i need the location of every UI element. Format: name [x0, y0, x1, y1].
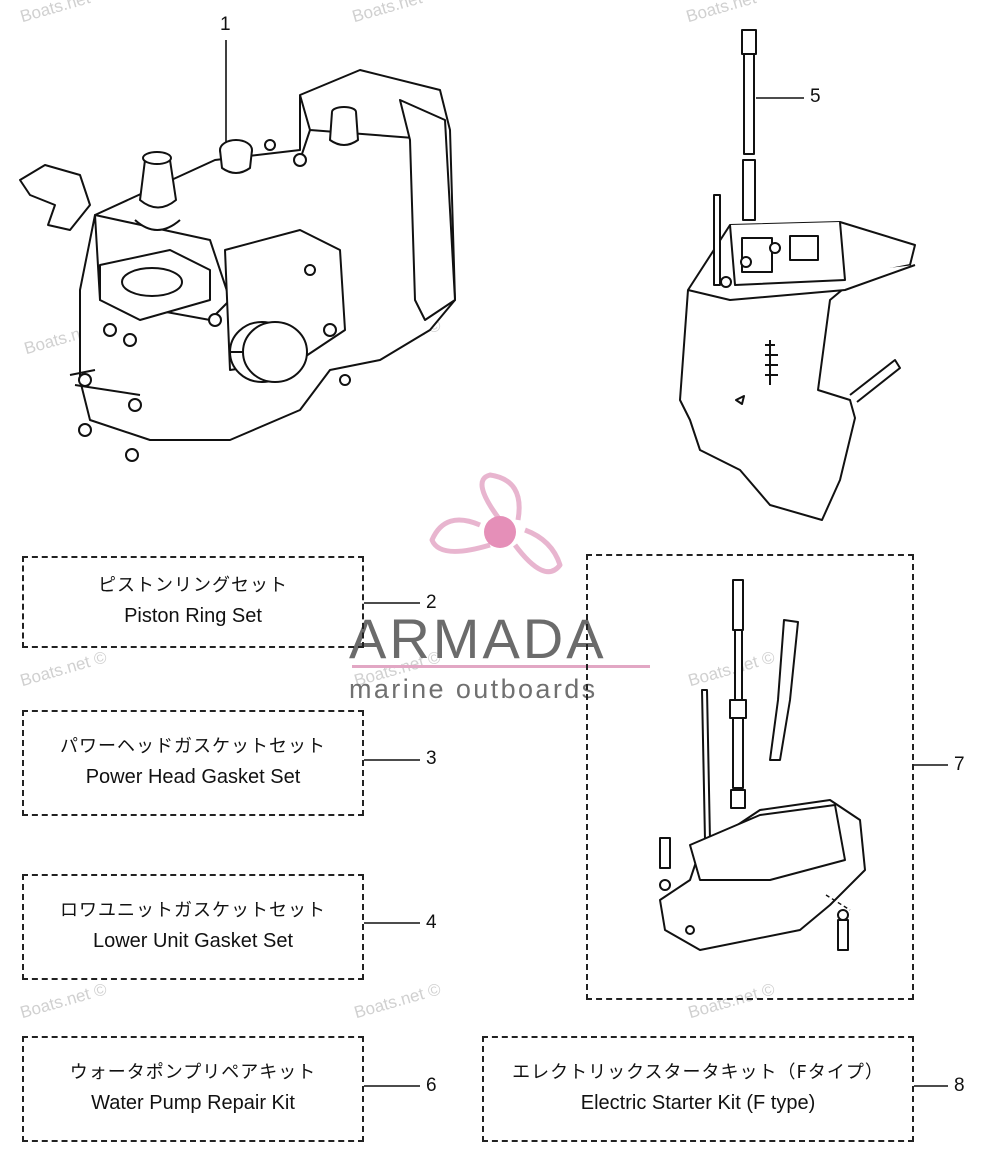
kit-box-6[interactable]: ウォータポンプリペアキット Water Pump Repair Kit [22, 1036, 364, 1142]
kit-name-en: Piston Ring Set [124, 605, 262, 627]
callout-7: 7 [954, 754, 965, 775]
leader-3 [364, 759, 420, 761]
kit-box-8[interactable]: エレクトリックスタータキット（Fタイプ） Electric Starter Ki… [482, 1036, 914, 1142]
kit-name-en: Lower Unit Gasket Set [92, 930, 294, 952]
leader-6 [364, 1085, 420, 1087]
callout-1: 1 [220, 14, 231, 35]
leader-7 [914, 764, 948, 766]
kit-box-2[interactable]: ピストンリングセット Piston Ring Set [22, 556, 364, 648]
kit-box-3[interactable]: パワーヘッドガスケットセット Power Head Gasket Set [22, 710, 364, 816]
kit-name-en: Electric Starter Kit (F type) [580, 1092, 816, 1114]
leader-4 [364, 922, 420, 924]
kit-box-7[interactable] [586, 554, 914, 1000]
callout-5: 5 [810, 86, 821, 107]
logo-divider [352, 665, 650, 668]
kit-box-4[interactable]: ロワユニットガスケットセット Lower Unit Gasket Set [22, 874, 364, 980]
kit-name-jp: ピストンリングセット [98, 575, 288, 596]
leader-8 [914, 1085, 948, 1087]
callout-8: 8 [954, 1075, 965, 1096]
logo-tagline: marine outboards [349, 674, 598, 704]
callout-4: 4 [426, 912, 437, 933]
callout-6: 6 [426, 1075, 437, 1096]
logo-wordmark: ARMADA [349, 607, 607, 670]
kit-name-jp: ロワユニットガスケットセット [60, 900, 326, 921]
callout-2: 2 [426, 592, 437, 613]
kit-name-jp: エレクトリックスタータキット（Fタイプ） [512, 1062, 884, 1083]
kit-name-jp: ウォータポンプリペアキット [69, 1062, 317, 1083]
kit-name-en: Water Pump Repair Kit [91, 1092, 295, 1114]
kit-name-jp: パワーヘッドガスケットセット [60, 736, 326, 757]
leader-2 [364, 602, 420, 604]
callout-3: 3 [426, 748, 437, 769]
kit-name-en: Power Head Gasket Set [85, 766, 301, 788]
